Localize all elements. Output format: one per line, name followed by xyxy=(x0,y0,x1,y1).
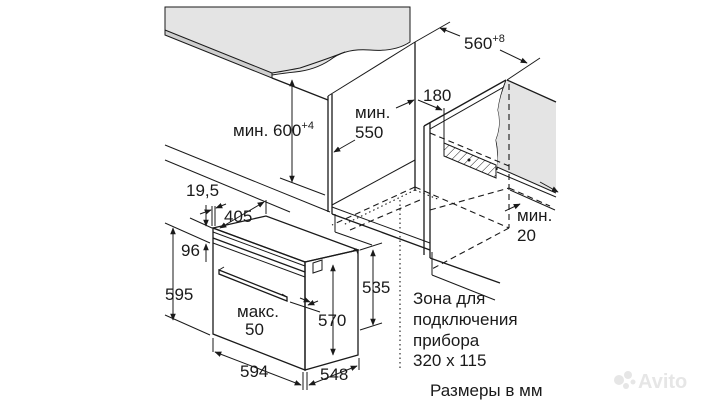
label-niche-depth-2: 550 xyxy=(355,123,383,142)
oven-body xyxy=(210,215,361,371)
dimension-lines xyxy=(164,21,559,390)
watermark: Avito xyxy=(614,371,687,393)
avito-logo-icon xyxy=(614,371,636,389)
label-body-depth: 548 xyxy=(320,365,348,384)
label-door-gap-1: макс. xyxy=(237,302,279,321)
watermark-text: Avito xyxy=(638,371,687,393)
label-total-height: 595 xyxy=(165,285,193,304)
label-connection-zone-1: Зона для xyxy=(413,289,485,308)
label-body-height-side: 535 xyxy=(362,278,390,297)
label-top-depth: 405 xyxy=(224,207,252,226)
dimension-labels: мин. 600+4 мин. 550 560+8 180 мин. 20 19… xyxy=(165,33,552,400)
label-connection-zone-4: 320 x 115 xyxy=(413,351,486,370)
label-total-width: 594 xyxy=(240,362,268,381)
label-door-gap-2: 50 xyxy=(245,320,264,339)
label-back-gap: 180 xyxy=(423,86,451,105)
label-front-panel-thickness: 19,5 xyxy=(186,181,219,200)
label-bottom-gap-1: мин. xyxy=(517,206,552,225)
label-niche-depth-1: мин. xyxy=(355,103,390,122)
label-connection-zone-2: подключения xyxy=(413,310,518,329)
label-control-panel-height: 96 xyxy=(181,241,200,260)
label-connection-zone-3: прибора xyxy=(413,331,480,350)
label-body-height-front: 570 xyxy=(318,311,346,330)
floor-lines xyxy=(164,144,331,213)
label-units-note: Размеры в мм xyxy=(430,381,543,400)
cabinet-niche xyxy=(271,41,557,370)
label-niche-width: 560+8 xyxy=(464,33,505,53)
label-bottom-gap-2: 20 xyxy=(517,226,536,245)
label-niche-height: мин. 600+4 xyxy=(233,120,314,140)
countertop xyxy=(164,6,411,79)
